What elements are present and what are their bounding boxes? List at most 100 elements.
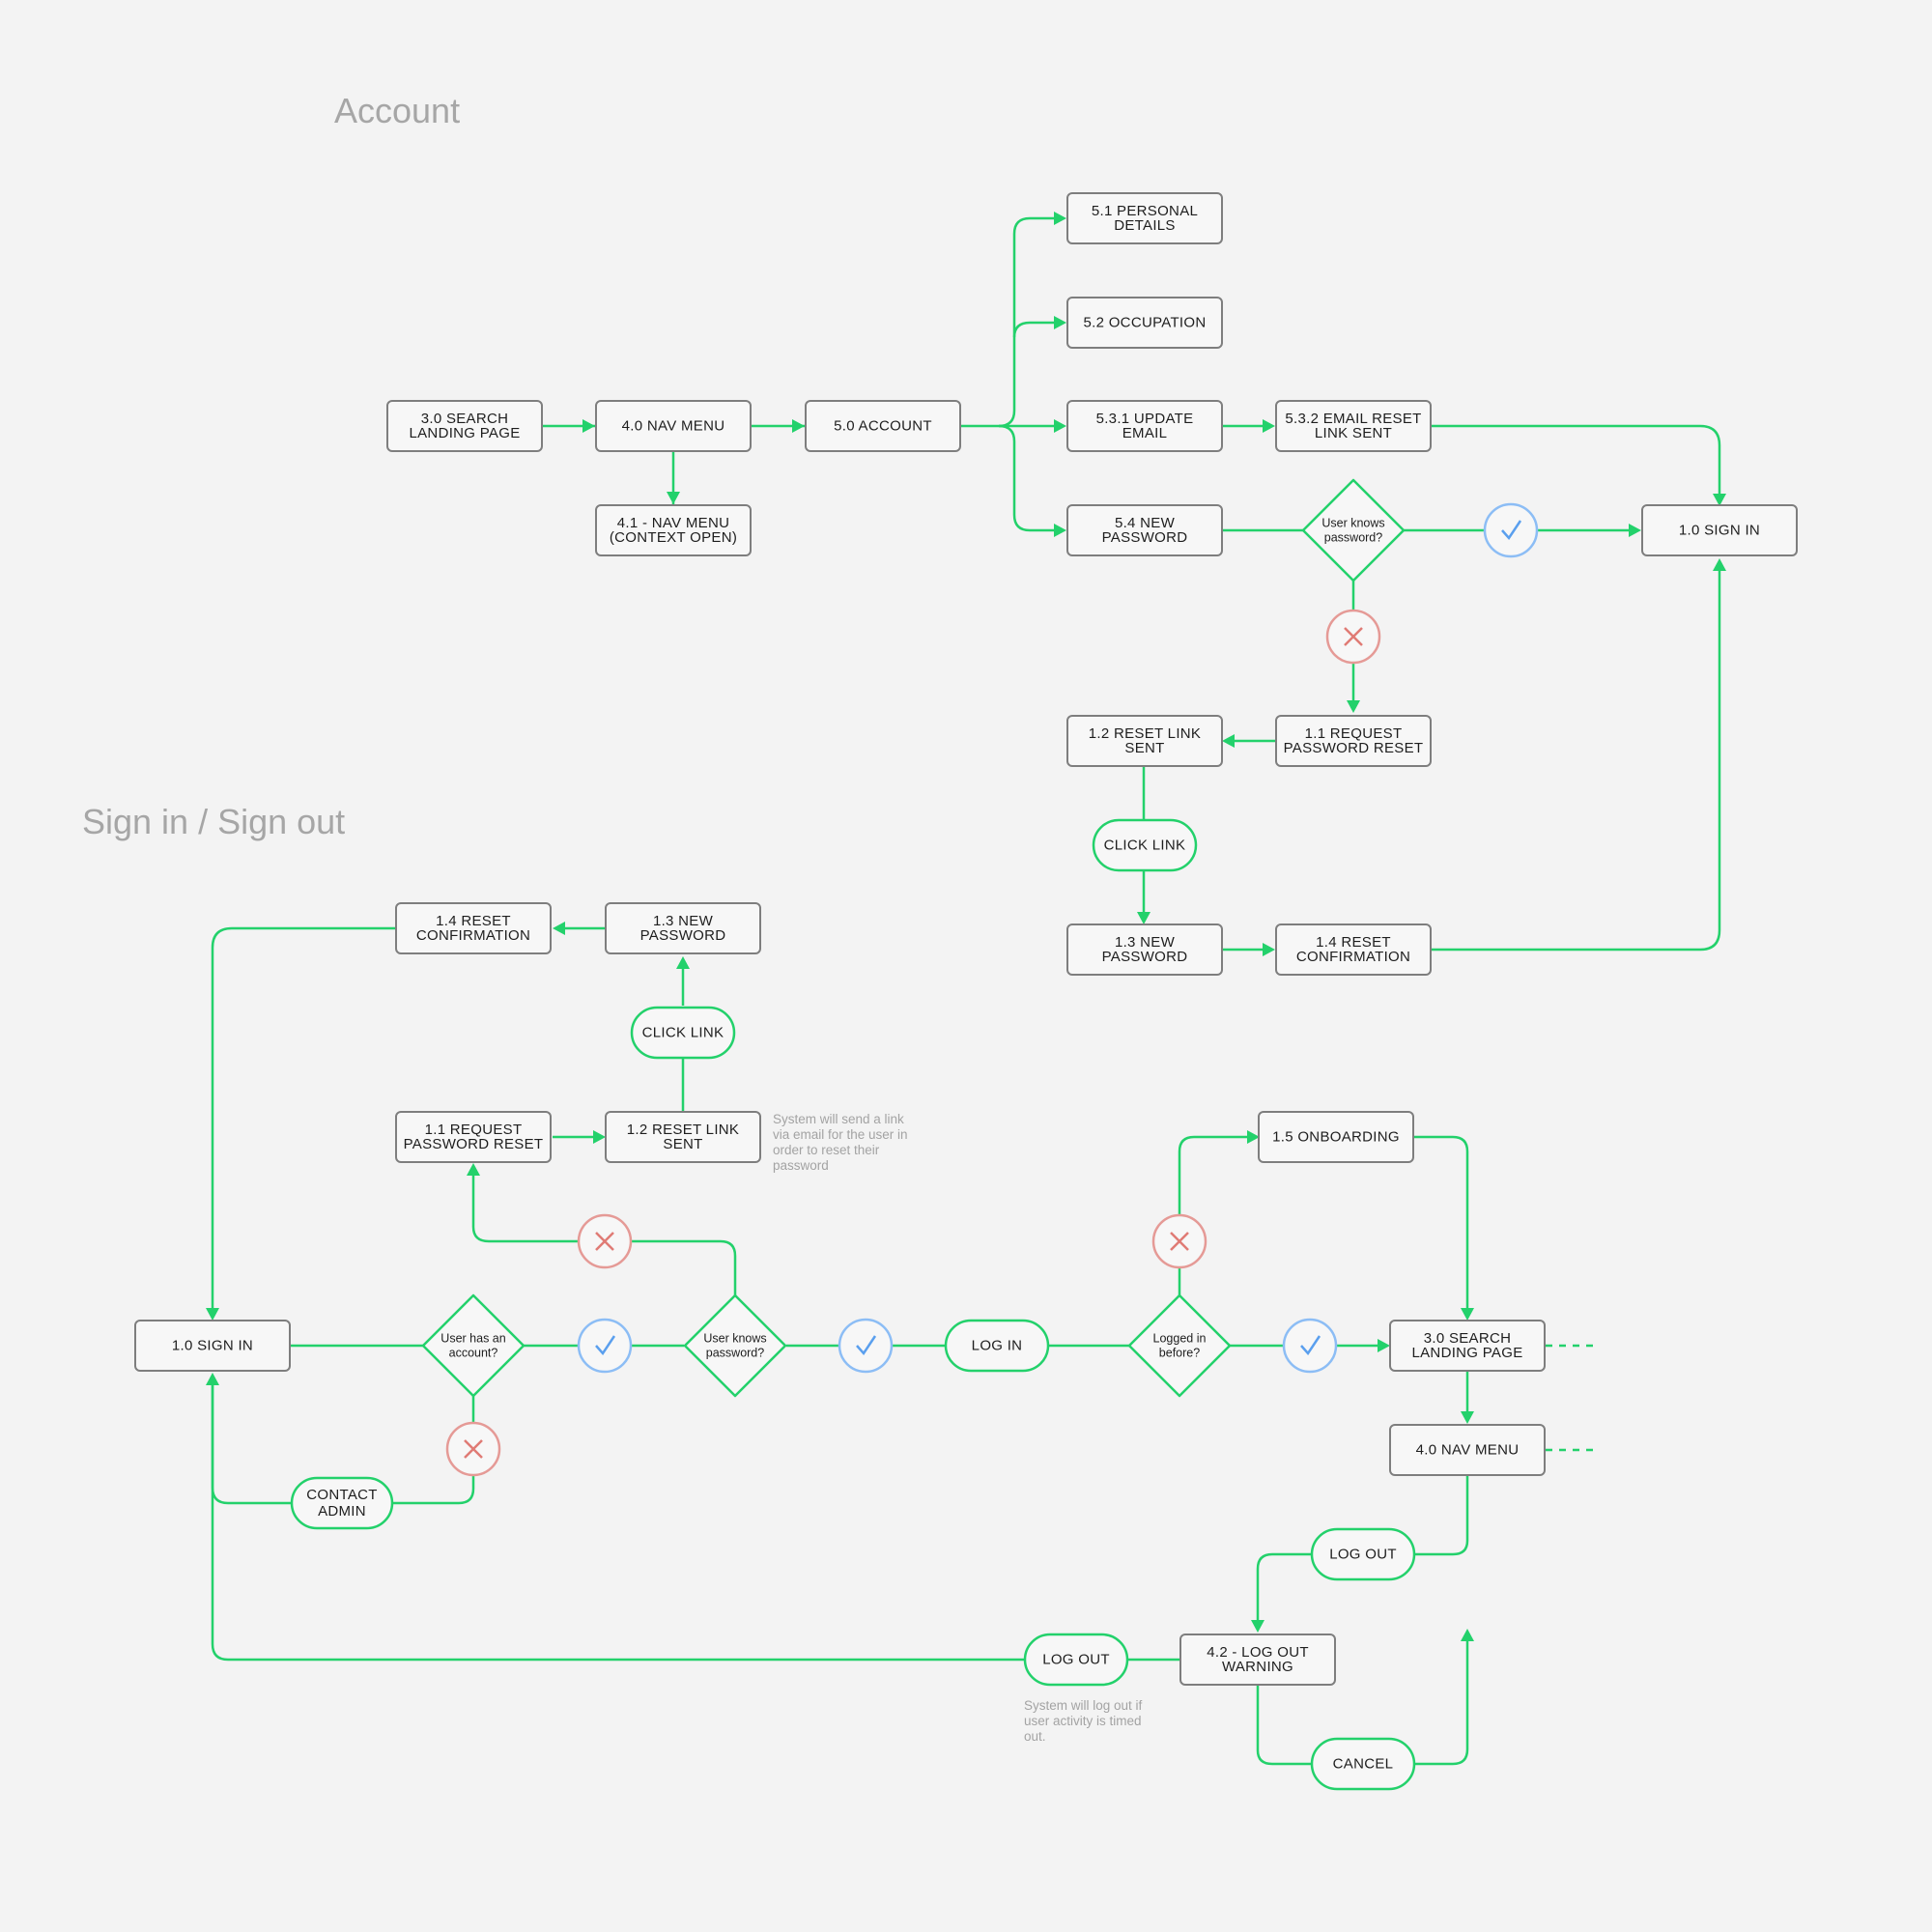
note-line: System will send a link	[773, 1112, 904, 1126]
arrowhead	[1054, 524, 1066, 537]
connector-line	[1256, 1552, 1312, 1623]
arrowhead	[467, 1163, 480, 1176]
box-a-nav[interactable]: 4.0 NAV MENU	[595, 400, 752, 452]
decision-label-line-2: password?	[1324, 531, 1382, 545]
box-label-line-1: 4.2 - LOG OUT	[1207, 1644, 1309, 1661]
note-line: order to reset their	[773, 1143, 880, 1157]
connector-line	[211, 926, 396, 1312]
box-label-line-2: CONFIRMATION	[1296, 949, 1410, 965]
check-icon	[577, 1318, 633, 1374]
note-line: password	[773, 1158, 829, 1173]
connector-line	[211, 1381, 1024, 1662]
box-s-onboarding[interactable]: 1.5 ONBOARDING	[1258, 1111, 1414, 1163]
box-label-line-2: LINK SENT	[1315, 425, 1392, 441]
box-label-line-2: PASSWORD	[1102, 949, 1188, 965]
box-a-signin[interactable]: 1.0 SIGN IN	[1641, 504, 1798, 556]
pill-s-login[interactable]: LOG IN	[944, 1319, 1050, 1373]
decision-label-line-1: User knows	[703, 1332, 766, 1346]
box-label-line-2: LANDING PAGE	[409, 425, 520, 441]
connector-line	[998, 424, 1058, 532]
pill-s-logout-btn[interactable]: LOG OUT	[1310, 1527, 1416, 1581]
pill-label: CLICK LINK	[1104, 838, 1186, 854]
arrowhead	[1222, 734, 1235, 748]
box-label-line-2: EMAIL	[1122, 425, 1168, 441]
decision-label-line-1: Logged in	[1153, 1332, 1207, 1346]
arrowhead	[1054, 212, 1066, 225]
connector-line	[631, 1239, 737, 1295]
note-line: System will log out if	[1024, 1698, 1143, 1713]
arrowhead	[553, 922, 565, 935]
pill-label-line-2: ADMIN	[318, 1503, 366, 1520]
pill-s-click-link[interactable]: CLICK LINK	[630, 1006, 736, 1060]
box-label: 4.0 NAV MENU	[622, 418, 725, 435]
box-label-line-1: 3.0 SEARCH	[1424, 1330, 1512, 1347]
pill-label-line-1: CONTACT	[306, 1487, 377, 1503]
box-s-nav[interactable]: 4.0 NAV MENU	[1389, 1424, 1546, 1476]
note-line: user activity is timed	[1024, 1714, 1142, 1728]
note-line: via email for the user in	[773, 1127, 908, 1142]
box-label-line-2: WARNING	[1222, 1659, 1293, 1675]
decision-label-line-2: before?	[1159, 1347, 1200, 1360]
box-s-signin[interactable]: 1.0 SIGN IN	[134, 1320, 291, 1372]
pill-label: LOG IN	[972, 1338, 1023, 1354]
note-line: out.	[1024, 1729, 1046, 1744]
arrowhead	[1461, 1629, 1474, 1641]
arrowhead	[1054, 316, 1066, 329]
box-label-line-1: 1.3 NEW	[653, 913, 714, 929]
box-label-line-1: 1.4 RESET	[1316, 934, 1391, 951]
box-a-account[interactable]: 5.0 ACCOUNT	[805, 400, 961, 452]
arrowhead	[1629, 524, 1641, 537]
box-a-occupation[interactable]: 5.2 OCCUPATION	[1066, 297, 1223, 349]
connector-line	[1414, 1475, 1469, 1556]
cross-icon	[445, 1421, 501, 1477]
arrowhead	[667, 492, 680, 504]
box-a-nav-ctx[interactable]: 4.1 - NAV MENU(CONTEXT OPEN)	[595, 504, 752, 556]
pill-s-logout-final[interactable]: LOG OUT	[1023, 1633, 1129, 1687]
box-label-line-2: PASSWORD RESET	[404, 1136, 544, 1152]
box-label-line-2: SENT	[663, 1136, 702, 1152]
decision-label-line-1: User has an	[440, 1332, 505, 1346]
arrowhead	[1251, 1620, 1264, 1633]
decision-label-line-2: password?	[706, 1347, 764, 1360]
cross-icon	[1325, 609, 1381, 665]
pill-s-cancel[interactable]: CANCEL	[1310, 1737, 1416, 1791]
pill-a-click-link[interactable]: CLICK LINK	[1092, 818, 1198, 872]
box-label-line-2: LANDING PAGE	[1411, 1345, 1522, 1361]
connector-line	[392, 1475, 475, 1505]
box-label: 1.0 SIGN IN	[172, 1338, 253, 1354]
box-label-line-2: SENT	[1124, 740, 1164, 756]
connector-line	[1413, 1135, 1469, 1312]
box-label-line-2: DETAILS	[1114, 217, 1176, 234]
arrowhead	[1137, 912, 1151, 924]
box-label-line-1: 5.1 PERSONAL	[1092, 203, 1198, 219]
arrowhead	[206, 1308, 219, 1321]
box-label: 5.2 OCCUPATION	[1084, 315, 1207, 331]
connector-line	[1431, 568, 1721, 952]
cross-icon	[577, 1213, 633, 1269]
arrowhead	[1713, 494, 1726, 506]
